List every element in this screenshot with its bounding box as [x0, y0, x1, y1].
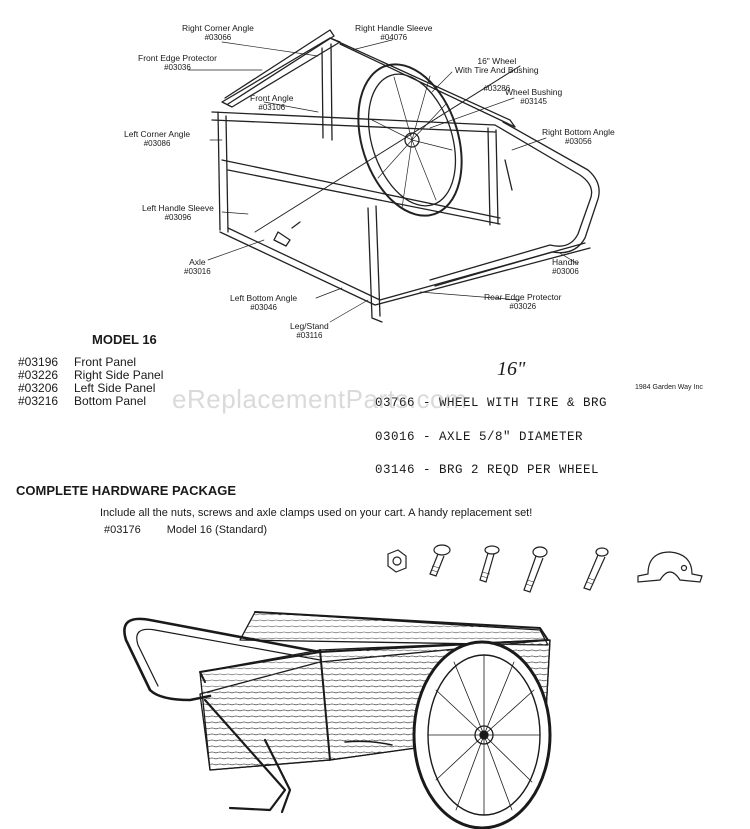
hardware-title: COMPLETE HARDWARE PACKAGE [16, 483, 237, 498]
axle-clamp-icon [637, 551, 703, 583]
callout-right-handle-sleeve: Right Handle Sleeve #04076 [355, 23, 433, 43]
callout-left-handle-sleeve: Left Handle Sleeve #03096 [142, 203, 214, 223]
callout-front-edge-protector: Front Edge Protector #03036 [138, 53, 217, 73]
copyright-note: 1984 Garden Way Inc [635, 384, 703, 391]
callout-axle: Axle #03016 [184, 257, 211, 277]
callout-left-bottom-angle: Left Bottom Angle #03046 [230, 293, 298, 313]
long-bolt-icon [523, 546, 548, 593]
callout-left-corner-angle: Left Corner Angle #03086 [124, 129, 191, 149]
callout-front-angle: Front Angle #03106 [250, 93, 294, 113]
nut-icon [387, 549, 407, 573]
watermark: eReplacementParts.com [172, 384, 468, 414]
callout-leg-stand: Leg/Stand #03116 [290, 321, 329, 341]
callout-right-bottom-angle: Right Bottom Angle #03056 [542, 127, 615, 147]
callout-rear-edge-protector: Rear Edge Protector #03026 [484, 292, 562, 312]
wheel-size-note: 16" [497, 358, 526, 380]
typed-note-axle: 03016 - AXLE 5/8" DIAMETER [375, 430, 584, 444]
screw-icon [583, 547, 609, 591]
exploded-frame-diagram [187, 29, 600, 323]
hardware-parts-illustration [387, 544, 703, 593]
typed-note-bearing: 03146 - BRG 2 REQD PER WHEEL [375, 463, 600, 477]
callout-wheel: 16" Wheel With Tire And Bushing #03286 [455, 56, 539, 94]
callout-right-corner-angle: Right Corner Angle #03066 [182, 23, 254, 43]
hardware-description: Include all the nuts, screws and axle cl… [100, 507, 533, 519]
carriage-bolt-icon [429, 544, 451, 577]
callout-wheel-bushing: Wheel Bushing #03145 [505, 87, 563, 107]
bolt-icon [479, 545, 500, 583]
model-title: MODEL 16 [92, 332, 157, 347]
typed-note-wheel: 03766 - WHEEL WITH TIRE & BRG [375, 396, 608, 410]
callout-handle: Handle #03006 [552, 257, 579, 277]
